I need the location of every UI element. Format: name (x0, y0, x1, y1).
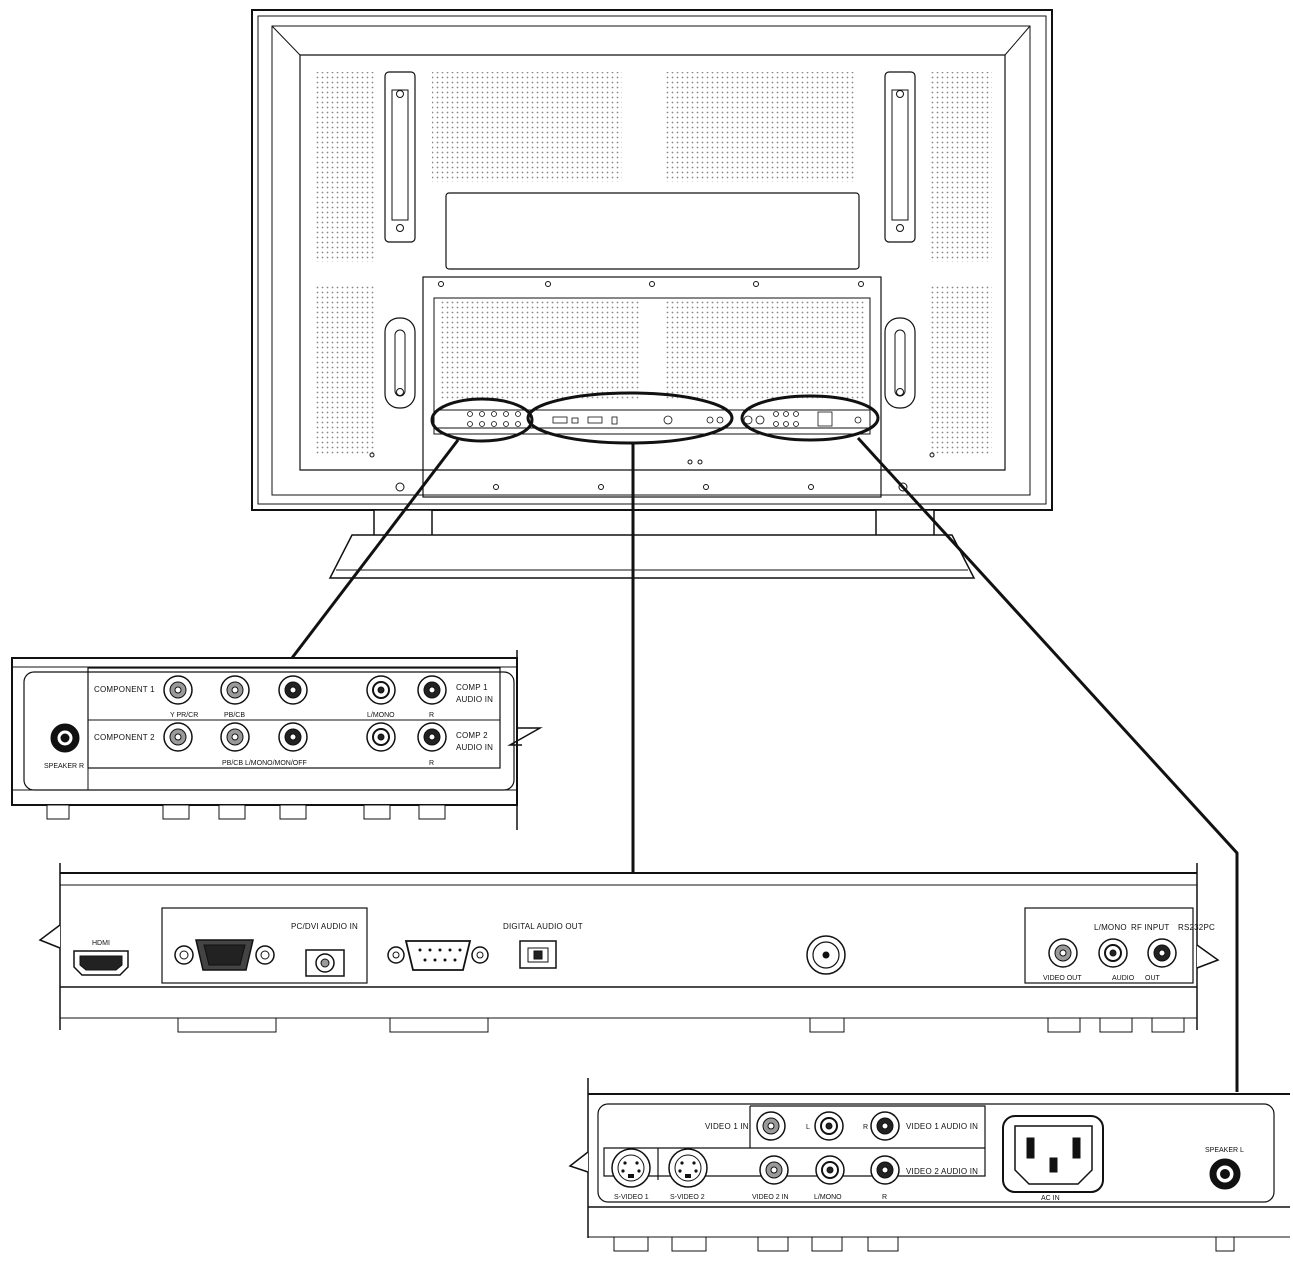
component-panel-labels: COMPONENT 1 COMPONENT 2 Y PR/CR PB/CB L/… (44, 683, 493, 770)
pb-cb-label-bottom: PB/CB L/MONO/MON/OFF (222, 760, 307, 767)
video1-in-label: VIDEO 1 IN (705, 1122, 749, 1131)
main-panel-labels: HDMI PC/DVI AUDIO IN DIGITAL AUDIO OUT L… (92, 922, 1215, 982)
rs232pc-label: RS232PC (1178, 923, 1215, 932)
speaker-l-label: SPEAKER L (1205, 1147, 1244, 1154)
tv-terminal-panels (436, 409, 870, 429)
video-out-label: VIDEO OUT (1043, 975, 1082, 982)
video1-audio-in-label: VIDEO 1 AUDIO IN (906, 1122, 978, 1131)
component1-label: COMPONENT 1 (94, 685, 155, 694)
l-mono-label-top: L/MONO (367, 712, 395, 719)
main-connectors (73, 935, 1177, 977)
audio-label: AUDIO (1112, 975, 1135, 982)
r-label-bottom: R (882, 1194, 887, 1201)
main-connector-panel (38, 863, 1220, 1033)
leader-lines (290, 436, 1239, 1092)
highlight-ovals (430, 391, 880, 445)
rf-input-label: RF INPUT (1131, 923, 1170, 932)
pc-dvi-audio-in-label: PC/DVI AUDIO IN (291, 922, 358, 931)
video2-audio-in-label: VIDEO 2 AUDIO IN (906, 1167, 978, 1176)
video-ac-connectors (611, 1111, 1241, 1193)
out-label: OUT (1145, 975, 1161, 982)
component-jacks (50, 675, 447, 753)
l-mono-label: L/MONO (814, 1194, 842, 1201)
y-pr-cr-label: Y PR/CR (170, 712, 198, 719)
l-label: L (806, 1124, 810, 1131)
hdmi-label: HDMI (92, 940, 110, 947)
digital-audio-out-label: DIGITAL AUDIO OUT (503, 922, 583, 931)
l-mono-label: L/MONO (1094, 923, 1127, 932)
r-label-top: R (429, 712, 434, 719)
speaker-r-label: SPEAKER R (44, 763, 84, 770)
rs232-port (404, 940, 472, 971)
comp2-audio-line1: COMP 2 (456, 731, 488, 740)
comp1-audio-line1: COMP 1 (456, 683, 488, 692)
video-ac-panel-labels: VIDEO 1 IN L R VIDEO 1 AUDIO IN VIDEO 2 … (614, 1122, 1244, 1202)
ac-in-label: AC IN (1041, 1195, 1060, 1202)
tv-rear-view (251, 9, 1053, 579)
r-label: R (863, 1124, 868, 1131)
svideo1-label: S-VIDEO 1 (614, 1194, 649, 1201)
video-ac-panel (568, 1078, 1290, 1252)
svideo2-label: S-VIDEO 2 (670, 1194, 705, 1201)
component2-label: COMPONENT 2 (94, 733, 155, 742)
tv-screws (369, 90, 935, 492)
comp2-audio-line2: AUDIO IN (456, 743, 493, 752)
component-panel (11, 650, 543, 830)
r-label-bottom: R (429, 760, 434, 767)
video2-in-label: VIDEO 2 IN (752, 1194, 789, 1201)
pb-cb-label-top: PB/CB (224, 712, 245, 719)
comp1-audio-line2: AUDIO IN (456, 695, 493, 704)
